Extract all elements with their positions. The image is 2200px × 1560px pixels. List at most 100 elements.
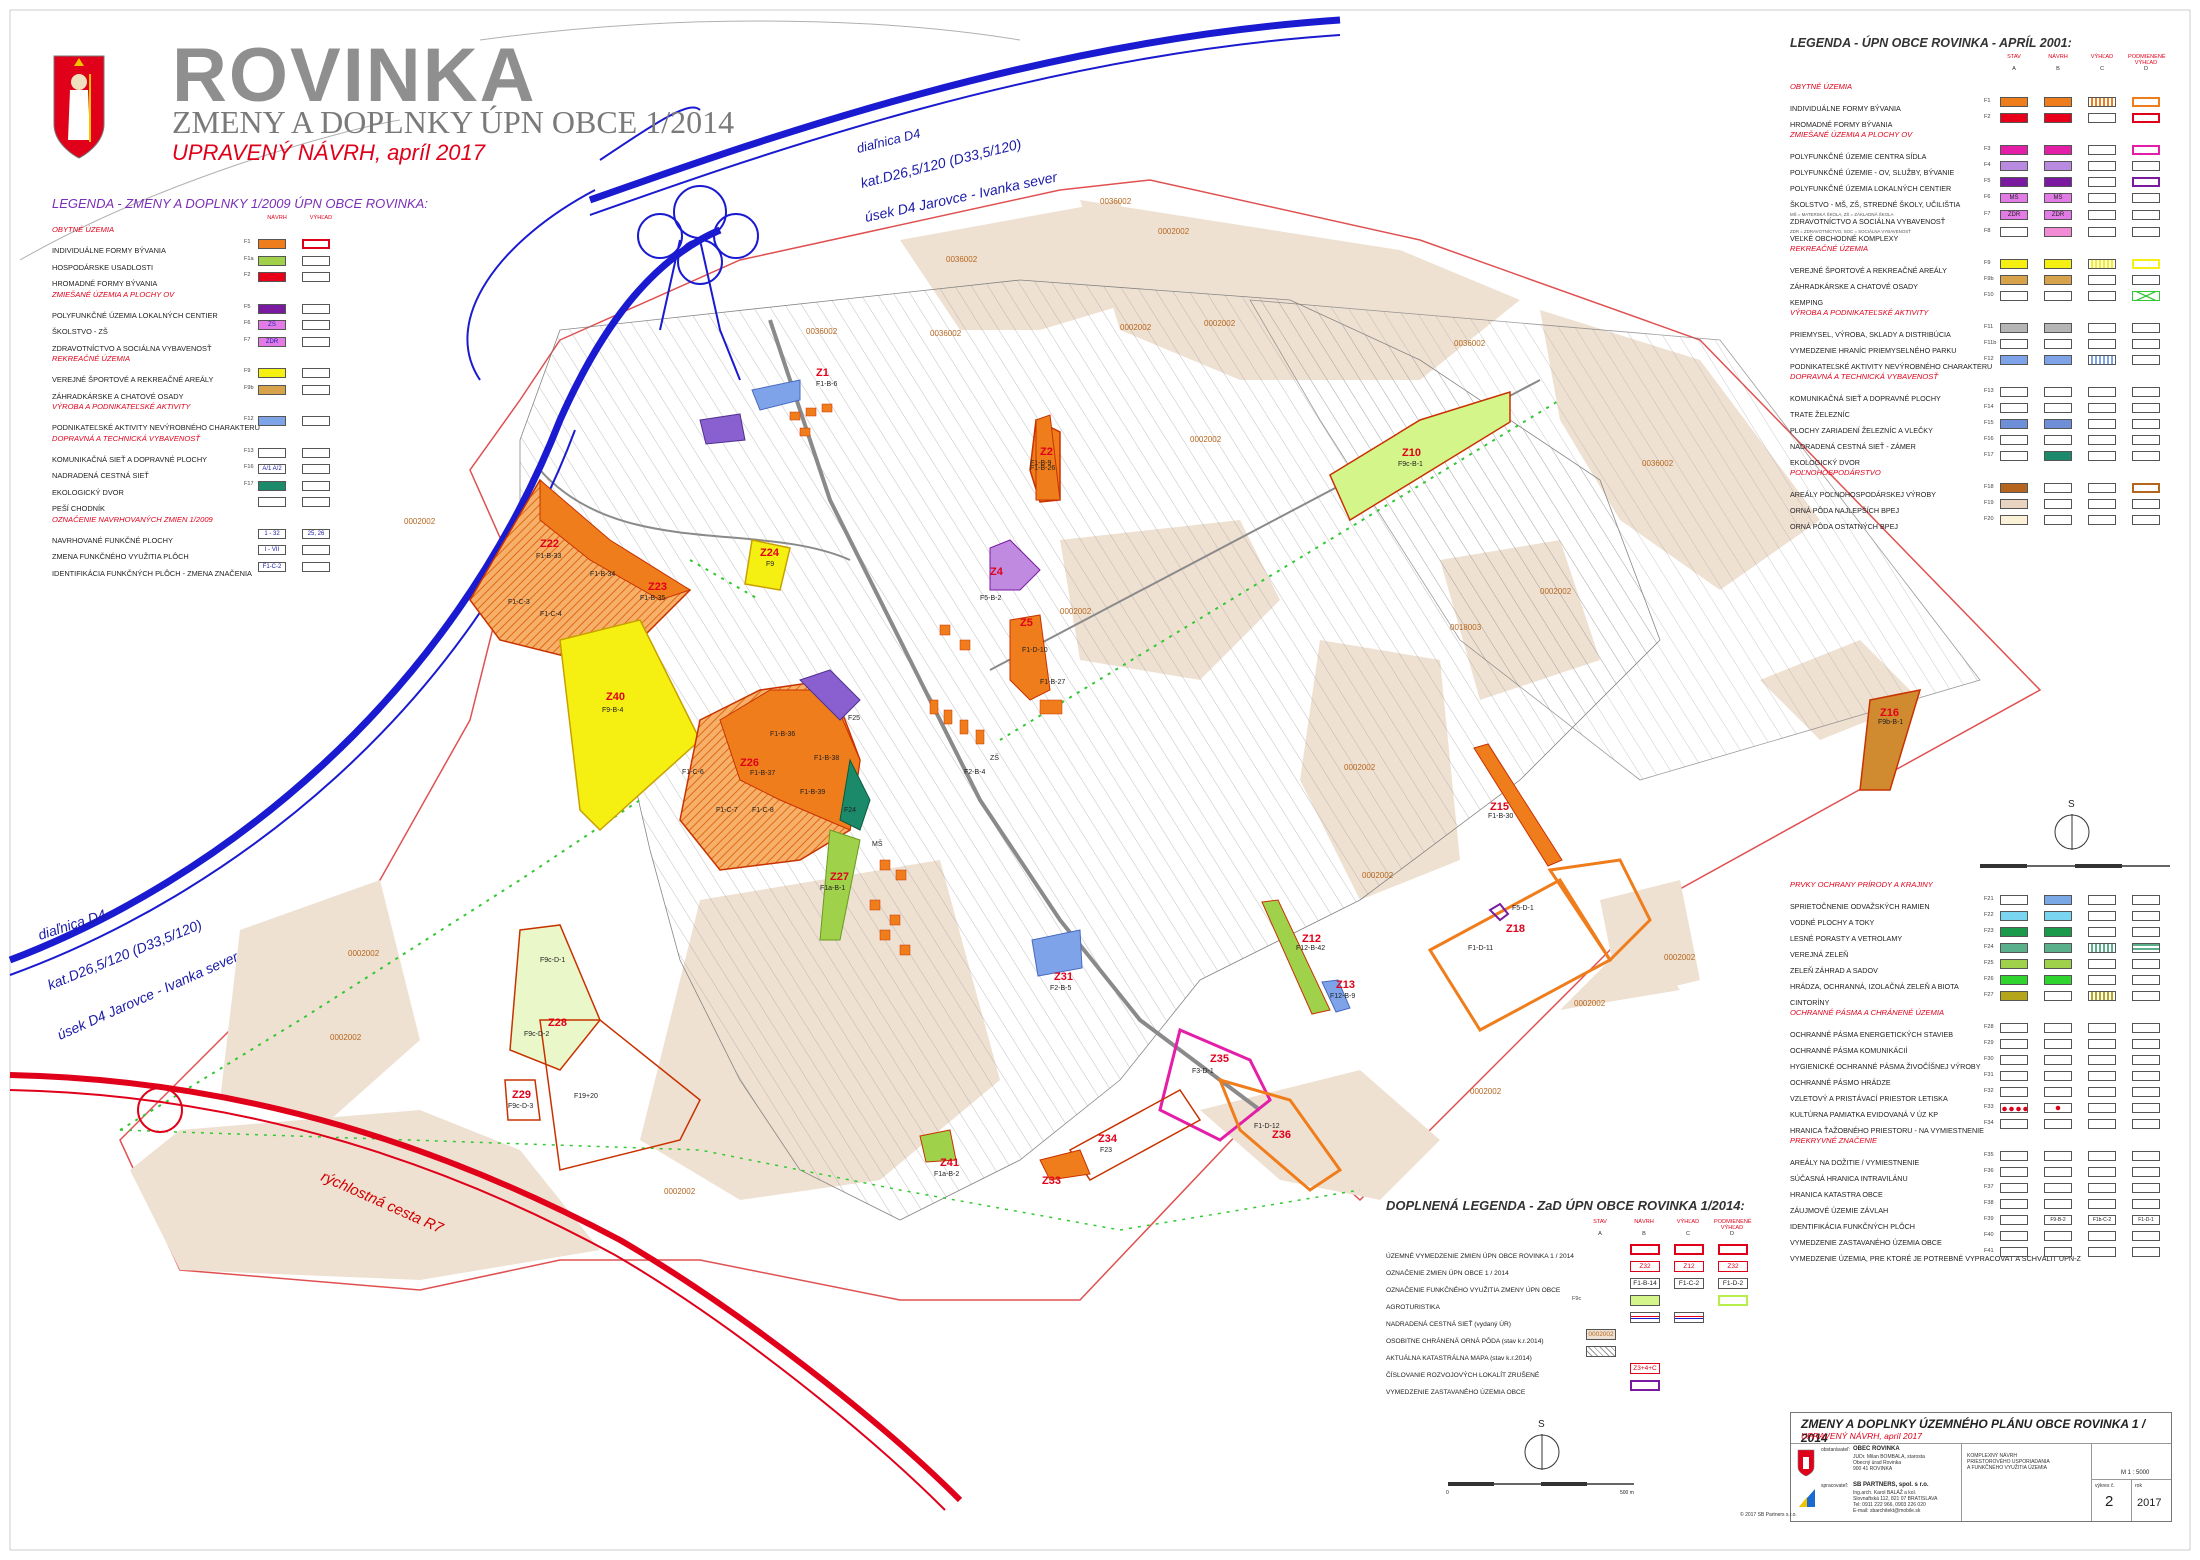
legend-label: VYMEDZENIE HRANÍC PRIEMYSELNÉHO PARKU bbox=[1790, 346, 1957, 355]
zone-code: F9c-D-2 bbox=[524, 1031, 549, 1038]
zone-label[interactable]: Z28 bbox=[548, 1017, 567, 1029]
legend-swatch bbox=[2132, 227, 2160, 237]
legend-swatch bbox=[302, 561, 330, 572]
zone-label[interactable]: Z2 bbox=[1040, 446, 1053, 458]
legend-swatch bbox=[2000, 895, 2028, 905]
zone-label[interactable]: Z4 bbox=[990, 566, 1004, 578]
legend-swatch bbox=[2000, 515, 2028, 525]
legend-swatch bbox=[2000, 1039, 2028, 1049]
legend-swatch bbox=[2132, 403, 2160, 413]
title-block-title: ZMENY A DOPLNKY ÚZEMNÉHO PLÁNU OBCE ROVI… bbox=[1801, 1417, 2146, 1445]
zone-label[interactable]: Z26 bbox=[740, 757, 759, 769]
legend-swatch bbox=[2088, 1247, 2116, 1257]
zone-code: F1-B-9 bbox=[1030, 460, 1052, 467]
legend-swatch bbox=[2044, 323, 2072, 333]
zone-label[interactable]: Z27 bbox=[830, 871, 849, 883]
cadastral-code: 0036002 bbox=[1642, 459, 1674, 468]
legend-swatch bbox=[2088, 1103, 2116, 1113]
zone-label[interactable]: Z1 bbox=[816, 367, 829, 379]
legend-swatch bbox=[2000, 227, 2028, 237]
zone-label[interactable]: Z36 bbox=[1272, 1129, 1291, 1141]
legend-swatch bbox=[2132, 943, 2160, 953]
legend-swatch bbox=[2088, 403, 2116, 413]
legend-swatch bbox=[1674, 1244, 1704, 1255]
legend-label: HROMADNÉ FORMY BÝVANIA bbox=[52, 279, 158, 288]
legend-swatch bbox=[2088, 355, 2116, 365]
legend-label: HRÁDZA, OCHRANNÁ, IZOLAČNÁ ZELEŇ A BIOTA bbox=[1790, 982, 1959, 991]
legend-label: NADRADENÁ CESTNÁ SIEŤ (vydaný ÚR) bbox=[1386, 1321, 1511, 1328]
zone-label[interactable]: Z23 bbox=[648, 581, 667, 593]
legend-swatch bbox=[2088, 1199, 2116, 1209]
legend-label: ÚZEMNÉ VYMEDZENIE ZMIEN ÚPN OBCE ROVINKA… bbox=[1386, 1253, 1574, 1260]
legend-swatch bbox=[2044, 275, 2072, 285]
legend-label: IDENTIFIKÁCIA FUNKČNÝCH PLÔCH bbox=[1790, 1222, 1915, 1231]
zone-label[interactable]: Z35 bbox=[1210, 1053, 1229, 1065]
coat-of-arms-icon bbox=[1797, 1449, 1815, 1477]
area-code: F1-B-36 bbox=[770, 731, 795, 738]
legend-swatch bbox=[2132, 1087, 2160, 1097]
zone-label[interactable]: Z15 bbox=[1490, 801, 1509, 813]
legend-column-header: NÁVRH bbox=[267, 215, 287, 221]
area-code: F25 bbox=[848, 715, 860, 722]
zone-label[interactable]: Z31 bbox=[1054, 971, 1073, 983]
zone-label[interactable]: Z5 bbox=[1020, 617, 1033, 629]
legend-swatch: F1-D-2 bbox=[1718, 1278, 1748, 1289]
legend-swatch bbox=[2000, 259, 2028, 269]
legend-swatch bbox=[2088, 97, 2116, 107]
legend-swatch bbox=[2044, 1055, 2072, 1065]
cadastral-code: 0002002 bbox=[1190, 435, 1222, 444]
legend-swatch bbox=[2044, 1199, 2072, 1209]
legend-label: ZMENA FUNKČNÉHO VYUŽITIA PLÔCH bbox=[52, 552, 189, 561]
legend-swatch bbox=[2132, 1151, 2160, 1161]
zone-label[interactable]: Z41 bbox=[940, 1157, 959, 1169]
legend-swatch: Z32 bbox=[1718, 1261, 1748, 1272]
zone-label[interactable]: Z10 bbox=[1402, 447, 1421, 459]
area-code: MŠ bbox=[872, 839, 883, 848]
legend-swatch bbox=[2132, 1247, 2160, 1257]
legend-label: POLYFUNKČNÉ ÚZEMIE - OV, SLUŽBY, BÝVANIE bbox=[1790, 168, 1955, 177]
zone-label[interactable]: Z18 bbox=[1506, 923, 1525, 935]
legend-swatch bbox=[302, 368, 330, 378]
legend-label: PODNIKATEĽSKÉ AKTIVITY NEVÝROBNÉHO CHARA… bbox=[1790, 362, 1993, 371]
zone-label[interactable]: Z34 bbox=[1098, 1133, 1118, 1145]
zone-label[interactable]: Z33 bbox=[1042, 1175, 1061, 1187]
zone-code: F5-B-2 bbox=[980, 595, 1002, 602]
legend-code: F41 bbox=[1984, 1248, 1994, 1254]
zone-label[interactable]: Z22 bbox=[540, 538, 559, 550]
legend-code: F1 bbox=[1984, 98, 1991, 104]
legend-label: ORNÁ PÔDA OSTATNÝCH BPEJ bbox=[1790, 522, 1898, 531]
legend-swatch bbox=[2044, 1231, 2072, 1241]
legend-swatch bbox=[2088, 419, 2116, 429]
zone-code: F1-B-6 bbox=[816, 381, 838, 388]
legend-label: ZELEŇ ZÁHRAD A SADOV bbox=[1790, 966, 1878, 975]
legend-swatch bbox=[2088, 177, 2116, 187]
legend-swatch bbox=[1630, 1312, 1660, 1323]
scale-bar bbox=[1980, 864, 2170, 868]
zone-label[interactable]: Z16 bbox=[1880, 707, 1899, 719]
zone-label[interactable]: Z12 bbox=[1302, 933, 1321, 945]
cadastral-code: 0002002 bbox=[1574, 999, 1606, 1008]
zone-label[interactable]: Z24 bbox=[760, 547, 780, 559]
legend-swatch bbox=[2132, 1023, 2160, 1033]
d4-label-top: diaľnica D4 bbox=[855, 126, 922, 156]
zone-label[interactable]: Z40 bbox=[606, 691, 625, 703]
legend-code: F2 bbox=[244, 272, 251, 278]
legend-swatch bbox=[2000, 1103, 2028, 1113]
legend-swatch bbox=[302, 255, 330, 266]
zone-label[interactable]: Z13 bbox=[1336, 979, 1355, 991]
legend-code: F39 bbox=[1984, 1216, 1994, 1222]
legend-code: F26 bbox=[1984, 976, 1994, 982]
zone-label[interactable]: Z29 bbox=[512, 1089, 531, 1101]
